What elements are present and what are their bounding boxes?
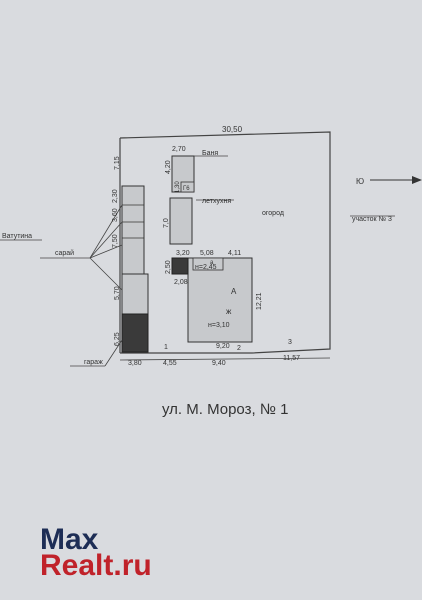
- garage-block: [121, 313, 149, 353]
- watermark-realt: Realt.ru: [40, 549, 152, 582]
- house-building: [187, 257, 253, 343]
- saray-label: сарай: [55, 249, 74, 257]
- saray-leader-4: [89, 257, 123, 291]
- house-width-far: 4,11: [228, 250, 241, 257]
- dim-left-3: 3,60: [112, 208, 119, 222]
- banya-height: 4,20: [165, 160, 172, 174]
- porch-height-label: н=2,45: [195, 264, 217, 271]
- street-address: ул. М. Мороз, № 1: [162, 401, 288, 418]
- porch-height: 2,50: [165, 260, 172, 274]
- point-3-label: 3: [288, 339, 292, 346]
- plot-boundary: [119, 131, 331, 354]
- garden-label: огород: [262, 210, 284, 217]
- dim-left-1: 7,15: [114, 156, 121, 170]
- house-width-left: 3,20: [176, 250, 190, 257]
- dim-bottom-1: 3,80: [128, 360, 142, 367]
- shed-upper: [121, 185, 145, 275]
- dim-right: 12,21: [256, 292, 263, 310]
- point-1-label: 1: [164, 344, 168, 351]
- porch-width: 2,08: [174, 279, 188, 286]
- house-bottom-width: 9,20: [216, 343, 230, 350]
- north-label: Ю: [356, 177, 364, 186]
- watermark-max: Max: [40, 523, 99, 556]
- kitchen-height: 7,0: [163, 218, 170, 228]
- house-letter-a: А: [231, 287, 237, 296]
- saray-leader-2: [89, 221, 123, 259]
- dim-left-6: 6,25: [114, 332, 121, 346]
- house-width-right: 5,08: [200, 250, 214, 257]
- house-porch: [192, 257, 224, 271]
- neighbor-left-label: Ватутина: [2, 233, 32, 240]
- saray-leader-1: [89, 204, 123, 259]
- dim-left-4: 7,50: [112, 234, 119, 248]
- house-height-label: н=3,10: [208, 322, 230, 329]
- garazh-leader: [104, 339, 123, 367]
- house-letter-zh: ж: [226, 307, 232, 316]
- garazh-label: гараж: [84, 359, 103, 366]
- dim-top: 30,50: [222, 125, 243, 134]
- dim-bottom-2: 4,55: [163, 360, 177, 367]
- north-arrow-head: [412, 176, 422, 184]
- dim-bottom-3: 9,40: [212, 360, 226, 367]
- shed-lower: [121, 273, 149, 315]
- banya-annex: [180, 181, 195, 193]
- house-porch-dark: [171, 257, 189, 275]
- banya-label: Баня: [202, 150, 218, 157]
- banya-width: 2,70: [172, 146, 186, 153]
- saray-leader-3: [89, 244, 123, 259]
- kitchen-label: летхухня: [202, 198, 231, 205]
- summer-kitchen-building: [169, 197, 193, 245]
- dim-left-2: 2,30: [112, 189, 119, 203]
- dim-bottom-4: 11,57: [283, 355, 300, 362]
- banya-annex-label: Г6: [183, 186, 190, 192]
- neighbor-right-label: участок № 3: [352, 216, 392, 223]
- porch-letter: а: [210, 260, 214, 266]
- dim-left-5: 5,70: [114, 286, 121, 300]
- point-2-label: 2: [237, 345, 241, 352]
- street-dim-line: [119, 357, 331, 361]
- banya-annex-height: 1,30: [175, 181, 181, 193]
